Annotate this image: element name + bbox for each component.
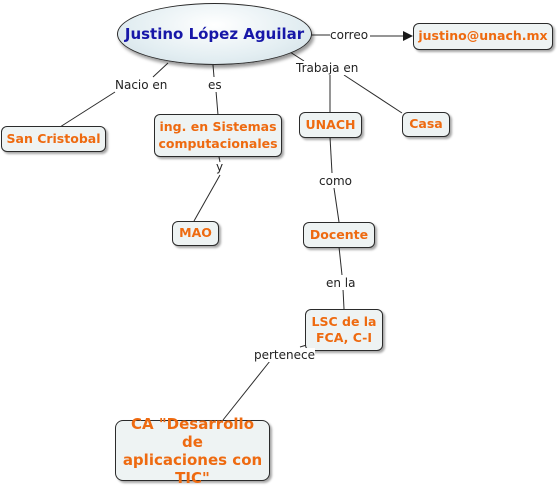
node-docente[interactable]: Docente (303, 222, 375, 248)
line-root-es (212, 64, 215, 78)
link-label-en-la: en la (326, 276, 356, 290)
node-ca-label: CA "Desarrollo de aplicaciones con TIC" (122, 414, 263, 487)
node-unach[interactable]: UNACH (299, 112, 362, 138)
node-ingeniero-label: ing. en Sistemas computacionales (158, 119, 278, 151)
line-root-trabaja (289, 51, 305, 62)
node-lsc[interactable]: LSC de la FCA, C-I (305, 309, 383, 351)
node-email-label: justino@unach.mx (418, 28, 548, 44)
link-label-correo: correo (330, 28, 369, 42)
line-nacio-sancristobal (59, 91, 116, 128)
line-trabaja-casa (343, 74, 403, 114)
line-pertenece-ca (222, 360, 271, 421)
node-email[interactable]: justino@unach.mx (413, 23, 553, 50)
node-ingeniero[interactable]: ing. en Sistemas computacionales (154, 114, 282, 157)
node-casa[interactable]: Casa (402, 112, 450, 137)
node-mao-label: MAO (179, 225, 212, 241)
line-ingeniero-y (218, 156, 221, 163)
node-san-cristobal[interactable]: San Cristobal (1, 126, 106, 152)
line-root-nacio (152, 62, 169, 78)
node-unach-label: UNACH (305, 116, 356, 132)
node-docente-label: Docente (309, 226, 369, 242)
line-como-docente (333, 187, 340, 223)
node-lsc-label: LSC de la FCA, C-I (311, 313, 377, 345)
node-ca[interactable]: CA "Desarrollo de aplicaciones con TIC" (115, 415, 270, 487)
line-docente-enla (338, 246, 343, 276)
link-label-nacio-en: Nacio en (115, 78, 168, 92)
link-label-y: y (216, 160, 224, 174)
line-unach-como (329, 136, 333, 174)
link-label-como: como (319, 174, 352, 188)
link-label-trabaja-en: Trabaja en (296, 61, 359, 75)
root-concept-label: Justino López Aguilar (124, 25, 305, 43)
link-label-pertenece: pertenece (254, 348, 315, 362)
root-concept[interactable]: Justino López Aguilar (117, 3, 312, 65)
node-mao[interactable]: MAO (172, 221, 219, 246)
node-casa-label: Casa (409, 116, 443, 132)
link-label-es: es (208, 78, 222, 92)
line-y-mao (193, 174, 221, 222)
line-enla-lsc (342, 288, 345, 310)
node-san-cristobal-label: San Cristobal (6, 130, 101, 146)
line-es-ingeniero (215, 90, 219, 116)
